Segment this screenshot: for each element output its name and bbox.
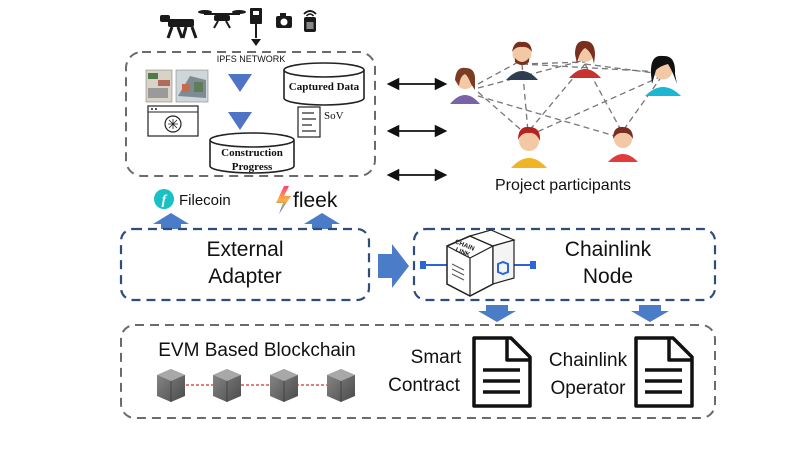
- blockchain-blocks: [157, 369, 355, 402]
- block-3: [270, 369, 298, 402]
- captured-data-database-icon: [283, 62, 365, 106]
- ipfs-network-title: IPFS NETWORK: [217, 54, 286, 64]
- chainlink-node-label-line2: Node: [583, 265, 633, 288]
- ipfs-network-box: [125, 51, 376, 177]
- up-arrow-filecoin: [153, 213, 189, 224]
- person-icon-6: [608, 126, 638, 162]
- chainlink-cube-icon: [420, 229, 536, 297]
- smart-contract-document-icon: [472, 336, 532, 408]
- down-arrow-smart-contract: [478, 305, 516, 322]
- construction-progress-label-line2: Progress: [232, 161, 273, 173]
- laser-scanner-icon: [250, 8, 262, 46]
- block-4: [327, 369, 355, 402]
- blockchain-title: EVM Based Blockchain: [158, 340, 356, 361]
- flow-triangle-1: [228, 74, 252, 92]
- fleek-label: fleek: [293, 189, 338, 212]
- construction-progress-label-line1: Construction: [221, 147, 283, 159]
- svg-text:f: f: [162, 193, 168, 208]
- filecoin-icon: f: [154, 189, 174, 209]
- participant-network-lines: [477, 59, 663, 139]
- up-arrow-fleek-stem: [312, 224, 332, 229]
- adapter-to-node-arrow: [378, 244, 409, 288]
- construction-progress-database-icon: [209, 132, 295, 174]
- smart-contract-label-line2: Contract: [388, 375, 461, 396]
- external-adapter-label-line1: External: [206, 238, 283, 261]
- sov-document-icon: [297, 106, 321, 138]
- up-arrow-fleek: [304, 213, 340, 224]
- person-icon-3: [569, 40, 601, 78]
- building-model-images: [145, 69, 209, 103]
- chainlink-node-box: [412, 227, 717, 302]
- robot-dog-icon: [160, 15, 198, 39]
- device-icons: [160, 8, 317, 46]
- up-arrow-filecoin-stem: [161, 224, 181, 229]
- block-2: [213, 369, 241, 402]
- ai-brain-icon: [147, 105, 199, 137]
- external-adapter-label-line2: Adapter: [208, 265, 282, 288]
- operator-document-icon: [634, 336, 694, 408]
- person-icon-4: [645, 55, 681, 96]
- person-icon-2: [506, 41, 538, 80]
- fleek-icon: [276, 186, 291, 214]
- smart-contract-label-line1: Smart: [411, 347, 462, 368]
- sov-label: SoV: [324, 110, 344, 122]
- drone-icon: [198, 10, 246, 29]
- operator-label-line2: Operator: [551, 378, 627, 399]
- person-icon-5: [511, 126, 547, 168]
- blockchain-box: [120, 324, 716, 419]
- sensor-icon: [303, 10, 317, 32]
- captured-data-label: Captured Data: [289, 81, 360, 93]
- flow-triangle-2: [228, 112, 252, 130]
- block-1: [157, 369, 185, 402]
- participants-label: Project participants: [495, 177, 631, 194]
- external-adapter-box: [119, 227, 371, 302]
- camera-icon: [276, 13, 292, 28]
- filecoin-label: Filecoin: [179, 192, 231, 209]
- down-arrow-operator: [631, 305, 669, 322]
- person-icon-1: [450, 67, 480, 104]
- chainlink-node-label-line1: Chainlink: [565, 238, 652, 261]
- operator-label-line1: Chainlink: [549, 350, 628, 371]
